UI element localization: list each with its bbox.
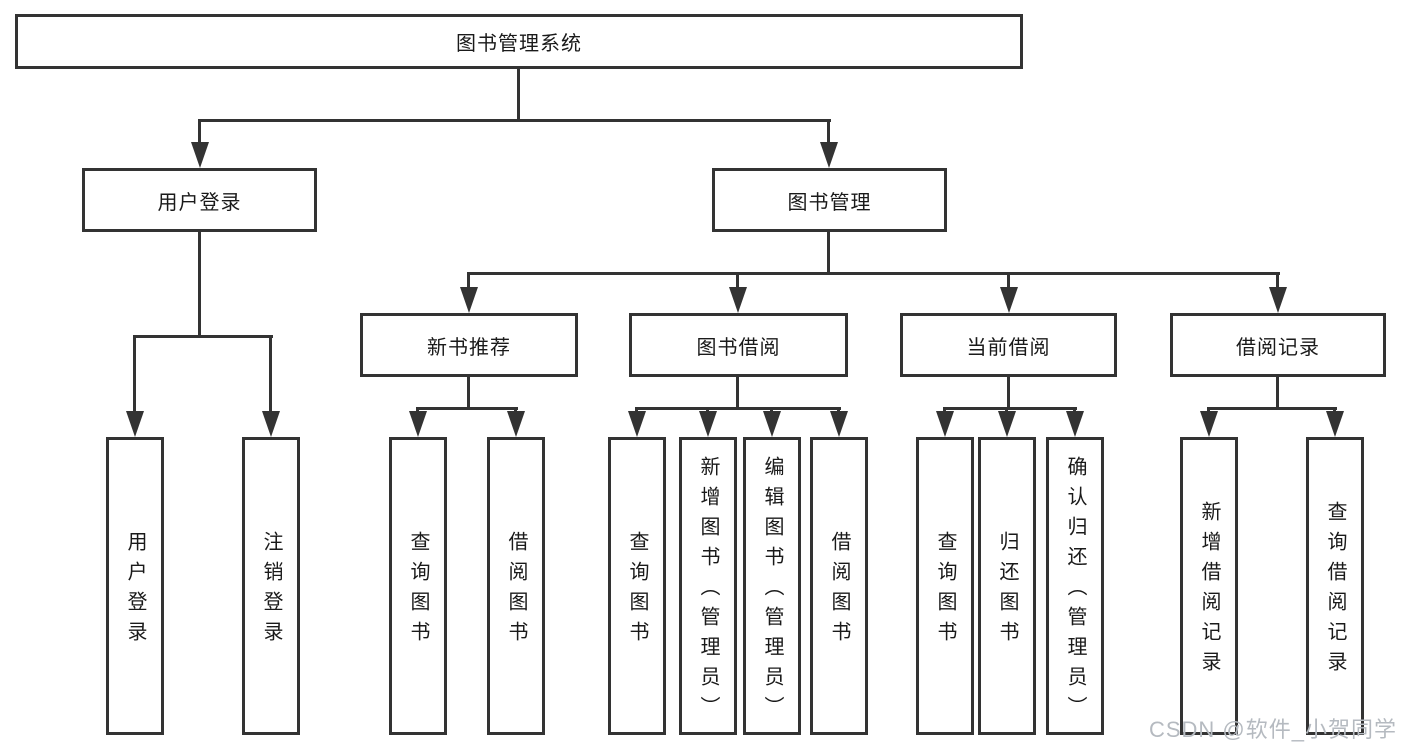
connector-line	[198, 232, 201, 335]
connector-line	[1207, 407, 1337, 410]
leaf-recommend-borrow-books: 借阅图书	[487, 437, 545, 735]
arrow-down-icon	[763, 411, 781, 437]
arrow-down-icon	[729, 287, 747, 313]
connector-line	[198, 119, 831, 122]
leaf-current-return-books: 归还图书	[978, 437, 1036, 735]
leaf-logout: 注销登录	[242, 437, 300, 735]
node-book-management: 图书管理	[712, 168, 947, 232]
connector-line	[1007, 377, 1010, 407]
connector-line	[467, 272, 1280, 275]
leaf-records-query-borrow-record: 查询借阅记录	[1306, 437, 1364, 735]
connector-line	[133, 335, 136, 413]
arrow-down-icon	[460, 287, 478, 313]
node-book-borrowing: 图书借阅	[629, 313, 848, 377]
node-borrowing-records: 借阅记录	[1170, 313, 1386, 377]
connector-line	[1276, 377, 1279, 407]
leaf-current-query-books: 查询图书	[916, 437, 974, 735]
connector-line	[827, 119, 830, 146]
connector-line	[635, 407, 841, 410]
connector-line	[827, 232, 830, 272]
node-library-management-system: 图书管理系统	[15, 14, 1023, 69]
leaf-records-add-borrow-record: 新增借阅记录	[1180, 437, 1238, 735]
leaf-user-login: 用户登录	[106, 437, 164, 735]
arrow-down-icon	[507, 411, 525, 437]
arrow-down-icon	[820, 142, 838, 168]
connector-line	[198, 119, 201, 146]
leaf-borrowing-edit-books-admin: 编辑图书（管理员）	[743, 437, 801, 735]
arrow-down-icon	[1000, 287, 1018, 313]
connector-line	[1276, 272, 1279, 290]
node-current-borrowing: 当前借阅	[900, 313, 1117, 377]
connector-line	[736, 272, 739, 290]
node-user-login: 用户登录	[82, 168, 317, 232]
arrow-down-icon	[1066, 411, 1084, 437]
connector-line	[1007, 272, 1010, 290]
arrow-down-icon	[936, 411, 954, 437]
connector-line	[133, 335, 273, 338]
connector-line	[269, 335, 272, 413]
node-new-book-recommendation: 新书推荐	[360, 313, 578, 377]
arrow-down-icon	[628, 411, 646, 437]
connector-line	[416, 407, 518, 410]
arrow-down-icon	[126, 411, 144, 437]
arrow-down-icon	[191, 142, 209, 168]
arrow-down-icon	[1326, 411, 1344, 437]
arrow-down-icon	[1200, 411, 1218, 437]
leaf-recommend-query-books: 查询图书	[389, 437, 447, 735]
leaf-borrowing-borrow-books: 借阅图书	[810, 437, 868, 735]
arrow-down-icon	[409, 411, 427, 437]
arrow-down-icon	[699, 411, 717, 437]
connector-line	[943, 407, 1077, 410]
watermark: CSDN @软件_小贺同学	[1148, 717, 1397, 742]
connector-line	[467, 272, 470, 290]
leaf-borrowing-add-books-admin: 新增图书（管理员）	[679, 437, 737, 735]
arrow-down-icon	[830, 411, 848, 437]
leaf-current-confirm-return-admin: 确认归还（管理员）	[1046, 437, 1104, 735]
arrow-down-icon	[1269, 287, 1287, 313]
arrow-down-icon	[998, 411, 1016, 437]
connector-line	[736, 377, 739, 407]
arrow-down-icon	[262, 411, 280, 437]
connector-line	[467, 377, 470, 407]
connector-line	[517, 69, 520, 119]
leaf-borrowing-query-books: 查询图书	[608, 437, 666, 735]
